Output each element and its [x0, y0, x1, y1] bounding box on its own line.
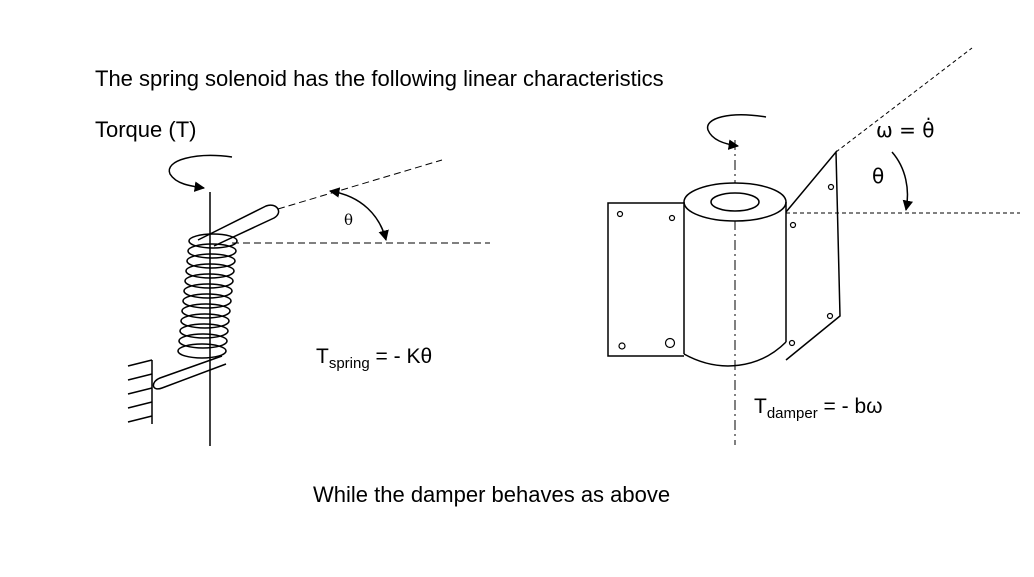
damper-rotation-arrow — [707, 114, 767, 150]
vane-holes — [616, 183, 835, 350]
spring-lower-arm — [152, 355, 227, 390]
damper-eq-symbol: T — [754, 395, 767, 418]
spring-coils — [177, 233, 238, 359]
spring-angle-label: θ — [344, 211, 354, 229]
damper-right-vane — [785, 149, 841, 361]
damper-equation: Tdamper = - bω — [754, 395, 883, 422]
damper-cylinder — [683, 182, 787, 367]
damper-angle-arc — [891, 151, 913, 212]
spring-angle-arc — [328, 187, 389, 242]
damper-left-vane — [607, 202, 684, 357]
torque-label: Torque (T) — [95, 117, 197, 142]
spring-arm-extension — [277, 159, 443, 210]
damper-diagram — [607, 47, 1020, 445]
spring-rotation-arrow — [168, 154, 233, 192]
spring-eq-rhs: = - Kθ — [369, 345, 433, 368]
spring-eq-symbol: T — [316, 345, 329, 368]
caption-text: While the damper behaves as above — [313, 482, 671, 507]
damper-eq-rhs: = - bω — [817, 395, 883, 418]
spring-diagram — [127, 154, 490, 446]
spring-upper-arm — [197, 204, 280, 247]
damper-angle-label: θ — [872, 164, 885, 188]
spring-equation: Tspring = - Kθ — [316, 345, 433, 372]
omega-equation: ω = θ̇ — [876, 118, 935, 142]
damper-vane-extension — [835, 47, 973, 153]
spring-eq-subscript: spring — [328, 355, 370, 372]
heading-text: The spring solenoid has the following li… — [95, 66, 664, 91]
damper-eq-subscript: damper — [766, 405, 818, 422]
